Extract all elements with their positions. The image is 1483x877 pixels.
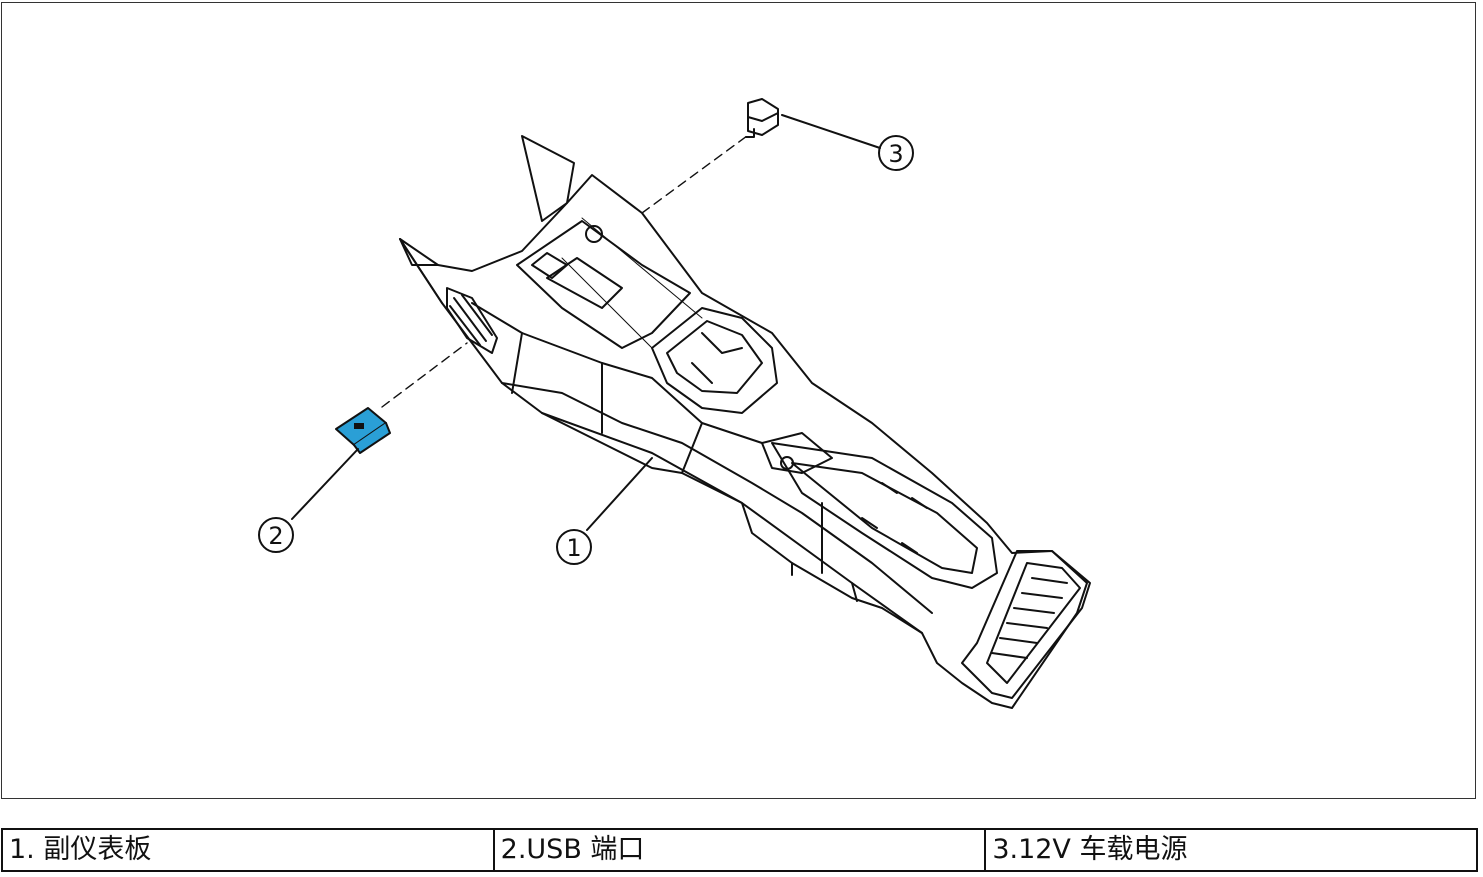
callout-2-circle [258,517,294,553]
callout-1-circle [556,529,592,565]
legend-item-3: 3.12V 车载电源 [984,828,1478,872]
power-socket-part [745,98,779,138]
callout-1-leader [586,457,653,531]
parts-legend-table: 1. 副仪表板 2.USB 端口 3.12V 车载电源 [1,828,1478,872]
callout-3-circle [878,135,914,171]
legend-item-1: 1. 副仪表板 [1,828,495,872]
diagram-frame: 1 2 3 [1,2,1476,799]
callout-2-number: 2 [268,522,283,550]
callout-3-leader [781,114,881,149]
callout-2-leader [291,448,359,520]
callout-3-number: 3 [888,140,903,168]
usb-port-part [335,407,391,454]
usb-alignment-line [381,342,468,408]
legend-item-2: 2.USB 端口 [492,828,987,872]
callout-1-number: 1 [566,534,581,562]
socket-alignment-line [641,135,748,214]
legend-row: 1. 副仪表板 2.USB 端口 3.12V 车载电源 [1,828,1478,872]
center-console [399,135,1091,709]
console-exploded-diagram: 1 2 3 [258,98,1091,709]
